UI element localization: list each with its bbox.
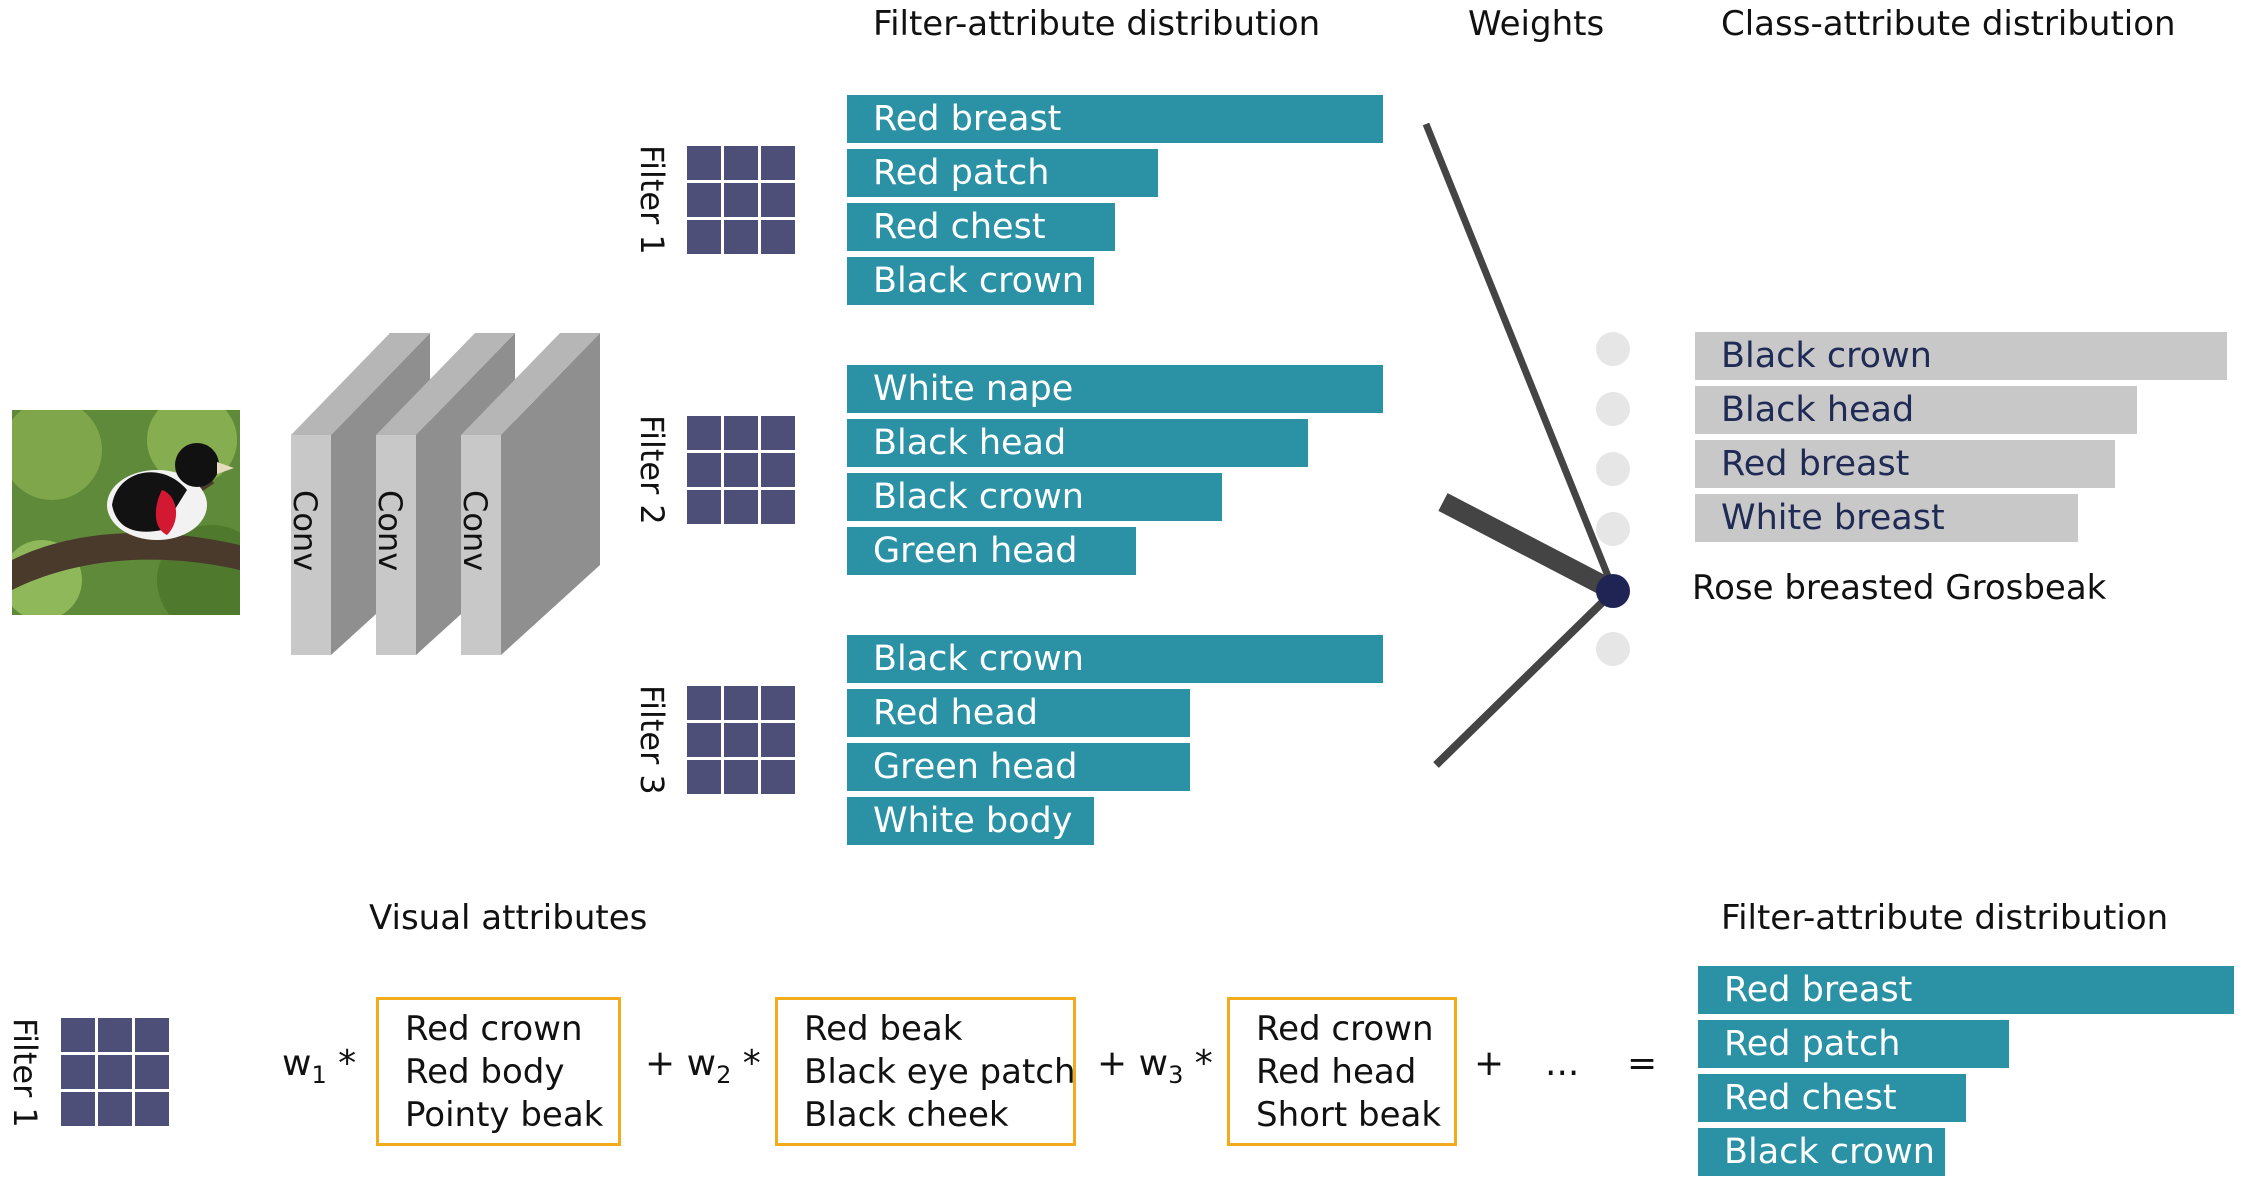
- filter-2-label: Filter 2: [633, 415, 671, 525]
- filter-1-grid-icon: [687, 146, 795, 254]
- equals-sign: =: [1627, 1043, 1658, 1084]
- filter-attribute-header: Filter-attribute distribution: [873, 4, 1321, 44]
- plus-sign: +: [1474, 1043, 1505, 1084]
- filter-1-attribute-bar: Red breast: [847, 95, 1383, 143]
- conv-label-1: Conv: [286, 490, 324, 572]
- filter-1-attribute-bar: Red chest: [847, 203, 1115, 251]
- filter-2-attribute-bar: White nape: [847, 365, 1383, 413]
- class-attribute-header: Class-attribute distribution: [1721, 4, 2176, 44]
- filter-2-grid-icon: [687, 416, 795, 524]
- filter-1-attribute-bar: Black crown: [847, 257, 1094, 305]
- class-node-active: [1596, 574, 1630, 608]
- class-attribute-bar: Black head: [1695, 386, 2137, 434]
- visual-attributes-header: Visual attributes: [369, 898, 648, 938]
- filter-3-grid-icon: [687, 686, 795, 794]
- result-attribute-bar: Red breast: [1698, 966, 2234, 1014]
- weight-line-2: [1438, 493, 1619, 600]
- filter-1-label: Filter 1: [633, 145, 671, 255]
- weight-line-1: [1422, 122, 1618, 593]
- class-node-4: [1596, 512, 1630, 546]
- weights-header: Weights: [1468, 4, 1605, 44]
- result-attribute-bar: Red patch: [1698, 1020, 2009, 1068]
- class-name-label: Rose breasted Grosbeak: [1692, 568, 2107, 608]
- term-2-weight: + w2 *: [645, 1043, 761, 1090]
- bird-photo: [12, 410, 240, 615]
- weight-line-3: [1433, 588, 1617, 768]
- weights-diagram: [1422, 122, 1630, 768]
- filter-3-attribute-bar: Black crown: [847, 635, 1383, 683]
- bottom-filter-label: Filter 1: [6, 1018, 44, 1128]
- class-attribute-bar: Red breast: [1695, 440, 2115, 488]
- filter-2-attribute-bar: Black crown: [847, 473, 1222, 521]
- filter-attribute-bottom-header: Filter-attribute distribution: [1721, 898, 2169, 938]
- filter-1-attribute-bar: Red patch: [847, 149, 1158, 197]
- class-attribute-bar: Black crown: [1695, 332, 2227, 380]
- attribute: Red body: [405, 1052, 565, 1092]
- filter-3-attribute-bar: Red head: [847, 689, 1190, 737]
- term-3-weight: + w3 *: [1097, 1043, 1213, 1090]
- conv-block-3: [461, 333, 600, 655]
- filter-3-attribute-bar: Green head: [847, 743, 1190, 791]
- term-2-attribute-box: Red beak Black eye patch Black cheek: [775, 997, 1076, 1146]
- result-attribute-bar: Black crown: [1698, 1128, 1945, 1176]
- ellipsis: ...: [1545, 1043, 1580, 1084]
- term-3-attribute-box: Red crown Red head Short beak: [1227, 997, 1457, 1146]
- attribute: Short beak: [1256, 1095, 1442, 1135]
- attribute: Red crown: [1256, 1009, 1434, 1049]
- class-node-3: [1596, 452, 1630, 486]
- term-1-attribute-box: Red crown Red body Pointy beak: [376, 997, 621, 1146]
- filter-2-attribute-bar: Black head: [847, 419, 1308, 467]
- conv-stack: [291, 333, 600, 655]
- filter-3-attribute-bar: White body: [847, 797, 1094, 845]
- attribute: Red crown: [405, 1009, 583, 1049]
- attribute: Red head: [1256, 1052, 1417, 1092]
- bottom-filter-grid-icon: [61, 1018, 169, 1126]
- result-attribute-bar: Red chest: [1698, 1074, 1966, 1122]
- conv-label-2: Conv: [371, 490, 409, 572]
- class-node-1: [1596, 332, 1630, 366]
- class-attribute-bar: White breast: [1695, 494, 2078, 542]
- class-node-6: [1596, 632, 1630, 666]
- attribute: Red beak: [804, 1009, 963, 1049]
- attribute: Black cheek: [804, 1095, 1009, 1135]
- attribute: Pointy beak: [405, 1095, 604, 1135]
- class-node-2: [1596, 392, 1630, 426]
- term-1-weight: w1 *: [282, 1043, 357, 1090]
- attribute: Black eye patch: [804, 1052, 1076, 1092]
- conv-label-3: Conv: [456, 490, 494, 572]
- filter-3-label: Filter 3: [633, 685, 671, 795]
- filter-2-attribute-bar: Green head: [847, 527, 1136, 575]
